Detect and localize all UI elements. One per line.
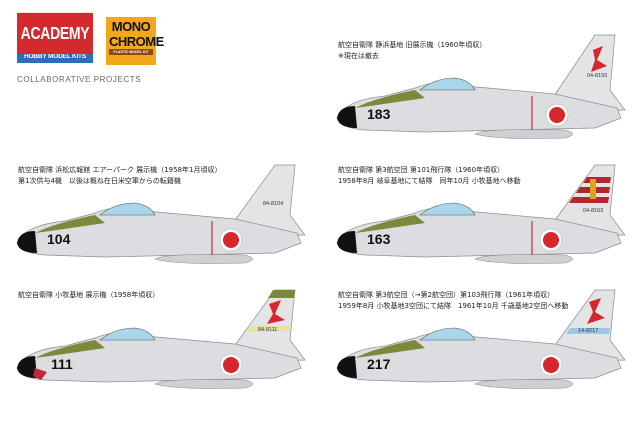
aircraft-4-caption-line1: 航空自衛隊 小牧基地 展示機（1958年頃収） [18, 291, 160, 299]
aircraft-1-caption-line2: ※現在は撤去 [338, 52, 379, 60]
aircraft-3-caption: 航空自衛隊 第3航空団 第101飛行隊（1960年頃収） 1958年8月 岐阜基… [338, 165, 521, 187]
aircraft-1-caption: 航空自衛隊 静浜基地 旧展示機（1960年頃収） ※現在は撤去 [338, 40, 486, 62]
aircraft-3-caption-line1: 航空自衛隊 第3航空団 第101飛行隊（1960年頃収） [338, 166, 505, 174]
monochrome-logo-subtitle: PLASTIC MODEL KIT [109, 49, 153, 55]
academy-logo: ACADEMY HOBBY MODEL KITS [17, 12, 93, 65]
aircraft-2-caption-line2: 第1次供与4機 以後は概ね在日米空軍からの転籍機 [18, 177, 181, 185]
aircraft-4-illustration: 111 84-8111 [16, 289, 306, 389]
aircraft-3-nose-number: 163 [367, 231, 391, 247]
academy-logo-title: ACADEMY [17, 12, 93, 55]
aircraft-1-nose-number: 183 [367, 106, 391, 122]
aircraft-2-body [16, 164, 306, 264]
aircraft-5-illustration: 217 14-8217 [336, 289, 626, 389]
aircraft-3-body [336, 164, 626, 264]
aircraft-2-tail-code: 84-8104 [263, 201, 283, 207]
aircraft-5-tail-code: 14-8217 [578, 328, 598, 334]
aircraft-2-nose-number: 104 [47, 231, 71, 247]
aircraft-5-body [336, 289, 626, 389]
aircraft-4-tail-code: 84-8111 [258, 327, 277, 333]
aircraft-3-caption-line2: 1958年8月 岐阜基地にて結隊 同年10月 小牧基地へ移動 [338, 177, 521, 185]
aircraft-4-body [16, 289, 306, 389]
aircraft-3-illustration: 163 04-8163 [336, 164, 626, 264]
aircraft-5-caption-line2: 1959年8月 小牧基地3空団にて結隊 1961年10月 千歳基地2空団へ移動 [338, 302, 569, 310]
aircraft-5-caption: 航空自衛隊 第3航空団（→第2航空団）第103飛行隊（1961年頃収） 1959… [338, 290, 568, 312]
aircraft-1-body [336, 34, 626, 139]
monochrome-logo-line2: CHROME [109, 34, 164, 49]
monochrome-logo-line1: MONO [109, 19, 153, 34]
aircraft-4-nose-number: 111 [51, 356, 73, 372]
aircraft-5-nose-number: 217 [367, 356, 391, 372]
aircraft-2-caption: 航空自衛隊 浜松広報館 エアーパーク 展示機（1958年1月頃収） 第1次供与4… [18, 165, 221, 187]
aircraft-4-caption: 航空自衛隊 小牧基地 展示機（1958年頃収） [18, 290, 159, 301]
aircraft-1-illustration: 183 04-8193 [336, 34, 626, 139]
monochrome-logo: MONO CHROME PLASTIC MODEL KIT [106, 17, 164, 65]
aircraft-1-caption-line1: 航空自衛隊 静浜基地 旧展示機（1960年頃収） [338, 41, 487, 49]
aircraft-3-tail-code: 04-8163 [583, 208, 603, 214]
aircraft-2-illustration: 104 84-8104 [16, 164, 306, 264]
page-subtitle: COLLABORATIVE PROJECTS [17, 75, 142, 84]
aircraft-2-caption-line1: 航空自衛隊 浜松広報館 エアーパーク 展示機（1958年1月頃収） [18, 166, 222, 174]
aircraft-1-tail-code: 04-8193 [587, 73, 607, 79]
aircraft-5-caption-line1: 航空自衛隊 第3航空団（→第2航空団）第103飛行隊（1961年頃収） [338, 291, 555, 299]
